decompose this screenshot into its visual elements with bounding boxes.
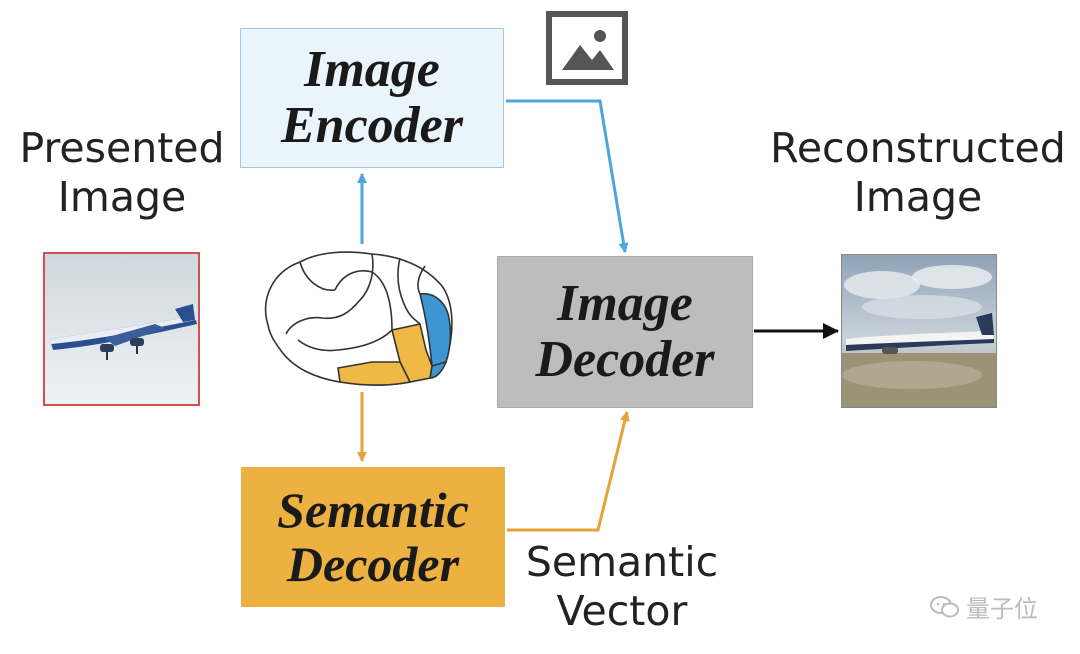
brain-icon (264, 251, 453, 386)
image-encoder-box: Image Encoder (240, 28, 504, 168)
presented-label-line2: Image (57, 173, 187, 222)
arrow-semantic-to-decoder (507, 411, 630, 532)
presented-image (43, 252, 200, 406)
image-decoder-line2: Decoder (535, 331, 715, 388)
reconstructed-label-line2: Image (853, 173, 983, 222)
semantic-decoder-line2: Decoder (286, 536, 460, 592)
semantic-vector-line2: Vector (556, 587, 688, 636)
wechat-icon (930, 595, 959, 617)
image-decoder-line1: Image (557, 274, 693, 332)
semantic-decoder-line1: Semantic (277, 482, 469, 538)
semantic-vector-line1: Semantic (525, 538, 719, 586)
arrow-encoder-to-decoder (506, 99, 629, 253)
image-encoder-line2: Encoder (281, 97, 463, 154)
semantic-vector-label: Semantic Vector (510, 538, 734, 636)
image-decoder-box: Image Decoder (497, 256, 753, 408)
reconstructed-image (841, 254, 997, 408)
watermark: 量子位 (930, 589, 1038, 624)
reconstructed-label-line1: Reconstructed (770, 124, 1066, 172)
presented-image-label: Presented Image (8, 124, 236, 222)
semantic-decoder-box: Semantic Decoder (241, 467, 505, 607)
image-icon (546, 11, 628, 85)
watermark-text: 量子位 (966, 595, 1038, 623)
image-encoder-line1: Image (304, 40, 440, 98)
reconstructed-image-label: Reconstructed Image (756, 124, 1080, 222)
presented-label-line1: Presented (19, 124, 225, 172)
